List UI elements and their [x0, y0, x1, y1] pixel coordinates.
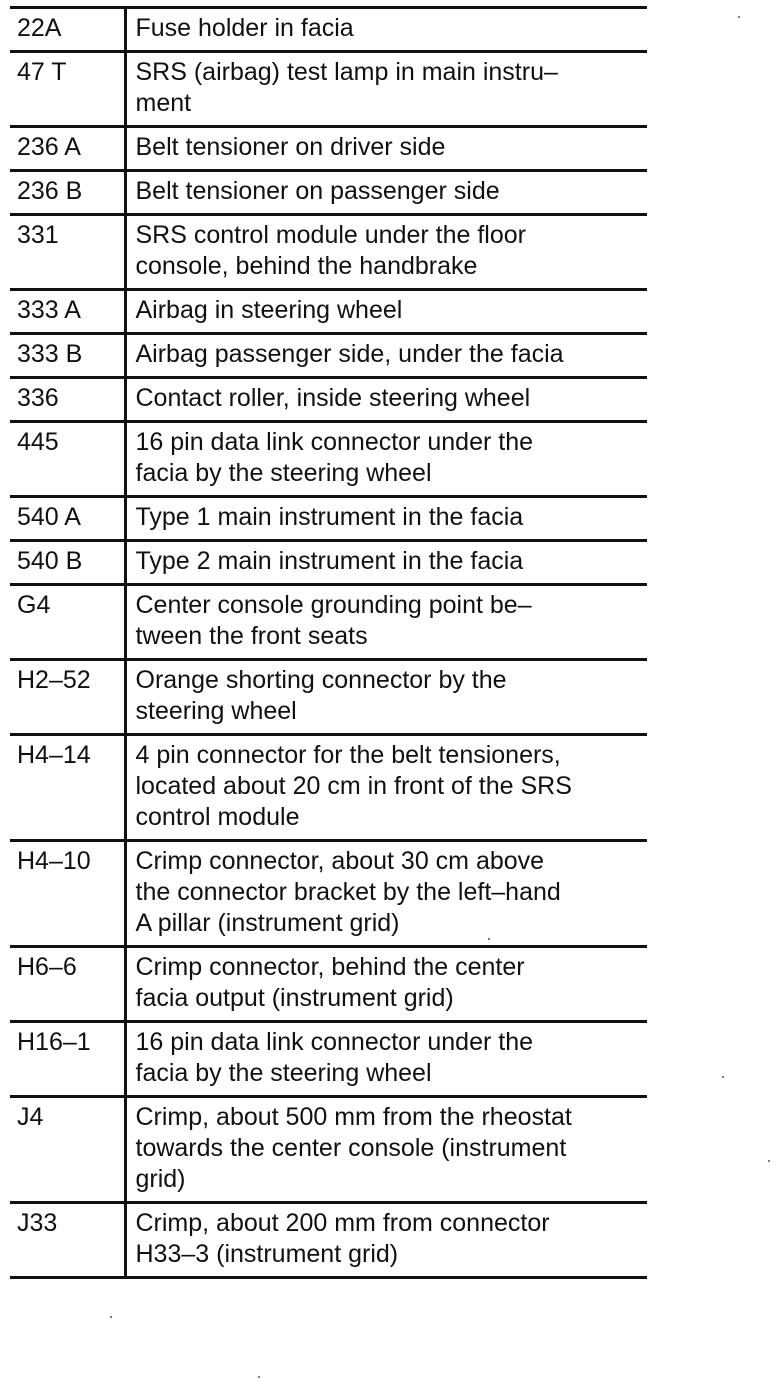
scan-speck	[722, 1076, 724, 1078]
component-description: Airbag passenger side, under the facia	[125, 332, 647, 379]
component-description: Contact roller, inside steering wheel	[125, 376, 647, 423]
component-code: H6–6	[10, 945, 127, 1023]
component-code: J33	[10, 1201, 127, 1279]
scan-speck	[258, 1376, 260, 1378]
component-code: 336	[10, 376, 127, 423]
component-description: SRS (airbag) test lamp in main instru–me…	[125, 50, 647, 128]
component-description: Type 2 main instrument in the facia	[125, 539, 647, 586]
component-code: 333 A	[10, 288, 127, 335]
component-code: H2–52	[10, 658, 127, 736]
component-code: 445	[10, 420, 127, 498]
component-code: 333 B	[10, 332, 127, 379]
component-code: 236 B	[10, 169, 127, 216]
component-code: H16–1	[10, 1020, 127, 1098]
component-description: Airbag in steering wheel	[125, 288, 647, 335]
component-description: Type 1 main instrument in the facia	[125, 495, 647, 542]
scan-speck	[768, 1160, 770, 1162]
component-description: 4 pin connector for the belt tensioners,…	[125, 733, 647, 842]
component-code: J4	[10, 1095, 127, 1204]
component-description: Fuse holder in facia	[125, 6, 647, 53]
component-description: Belt tensioner on driver side	[125, 125, 647, 172]
scan-speck	[110, 1316, 112, 1318]
component-code: 236 A	[10, 125, 127, 172]
component-code: 331	[10, 213, 127, 291]
scan-speck	[488, 938, 490, 940]
component-code: 540 A	[10, 495, 127, 542]
component-code: G4	[10, 583, 127, 661]
component-code: 22A	[10, 6, 127, 53]
component-code: 540 B	[10, 539, 127, 586]
component-description: Belt tensioner on passenger side	[125, 169, 647, 216]
scan-speck	[738, 16, 740, 18]
component-description: Center console grounding point be–tween …	[125, 583, 647, 661]
component-code: H4–14	[10, 733, 127, 842]
component-code: H4–10	[10, 839, 127, 948]
component-code: 47 T	[10, 50, 127, 128]
